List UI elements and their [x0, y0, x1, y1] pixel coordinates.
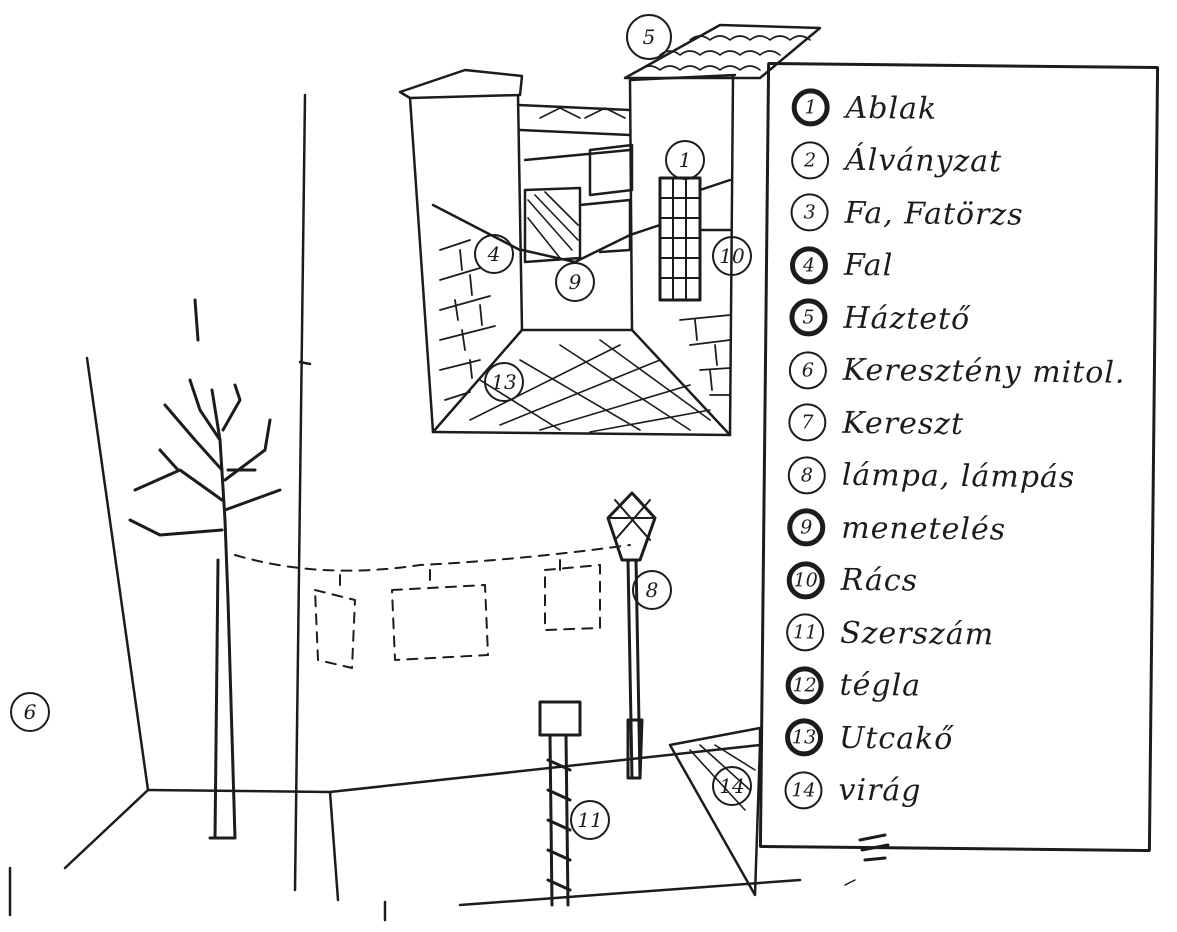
legend-item: 1 Ablak [791, 85, 937, 131]
legend-label: lámpa, lámpás [842, 458, 1076, 495]
legend-number: 6 [789, 351, 827, 389]
legend-item: 11 Szerszám [786, 610, 994, 656]
legend-number: 1 [791, 88, 829, 126]
legend-label: Utcakő [839, 720, 954, 756]
legend-item: 9 menetelés [787, 505, 1006, 551]
tree [130, 300, 280, 838]
legend-number: 14 [784, 771, 822, 809]
legend-item: 12 tégla [785, 663, 921, 708]
alley-view [400, 70, 735, 435]
legend-item: 2 Álványzat [791, 138, 1003, 184]
label-flower: 14 [712, 766, 752, 806]
left-wall [65, 358, 760, 900]
street-lamp [608, 493, 655, 778]
legend-number: 10 [787, 561, 825, 599]
label-grate: 10 [712, 236, 752, 276]
legend-label: Álványzat [845, 143, 1002, 180]
legend-item: 6 Keresztény mitol. [789, 348, 1126, 396]
legend-label: virág [838, 773, 921, 809]
legend-number: 8 [788, 456, 826, 494]
legend-item: 10 Rács [786, 558, 918, 603]
label-lamp: 8 [632, 570, 672, 610]
legend-label: Kereszt [842, 405, 964, 441]
legend-number: 13 [785, 718, 823, 756]
label-cobblestone: 13 [484, 362, 524, 402]
legend-label: Ablak [845, 90, 937, 126]
legend-label: Keresztény mitol. [843, 353, 1126, 391]
legend-label: Rács [841, 563, 919, 599]
legend-number: 2 [791, 141, 829, 179]
legend-item: 7 Kereszt [788, 400, 964, 446]
legend-item: 14 virág [784, 768, 921, 813]
label-tool: 11 [570, 800, 610, 840]
legend-label: Fal [844, 248, 894, 284]
legend-number: 7 [788, 403, 826, 441]
legend-label: Fa, Fatörzs [844, 195, 1023, 232]
legend-number: 4 [790, 246, 828, 284]
legend-item: 5 Háztető [789, 295, 970, 341]
legend-label: menetelés [841, 510, 1006, 547]
legend-item: 4 Fal [790, 243, 894, 288]
legend-number: 12 [785, 666, 823, 704]
building-edge [295, 95, 305, 890]
legend-label: Szerszám [840, 615, 994, 652]
label-window: 1 [665, 140, 705, 180]
legend-number: 3 [790, 193, 828, 231]
legend-label: Háztető [843, 300, 970, 336]
legend-number: 5 [789, 298, 827, 336]
legend-number: 11 [786, 613, 824, 651]
legend-item: 13 Utcakő [785, 715, 954, 761]
label-roof: 5 [626, 14, 672, 60]
label-march: 9 [555, 262, 595, 302]
legend-item: 8 lámpa, lámpás [788, 453, 1076, 500]
legend-item: 3 Fa, Fatörzs [790, 190, 1024, 236]
legend-number: 9 [787, 508, 825, 546]
legend-label: tégla [839, 668, 921, 704]
legend-panel: 1 Ablak 2 Álványzat 3 Fa, Fatörzs 4 Fal 5 Háztető… [759, 62, 1159, 852]
tool-post [540, 702, 580, 905]
label-wall: 4 [474, 234, 514, 274]
label-mythology: 6 [10, 692, 50, 732]
garland [235, 545, 630, 668]
